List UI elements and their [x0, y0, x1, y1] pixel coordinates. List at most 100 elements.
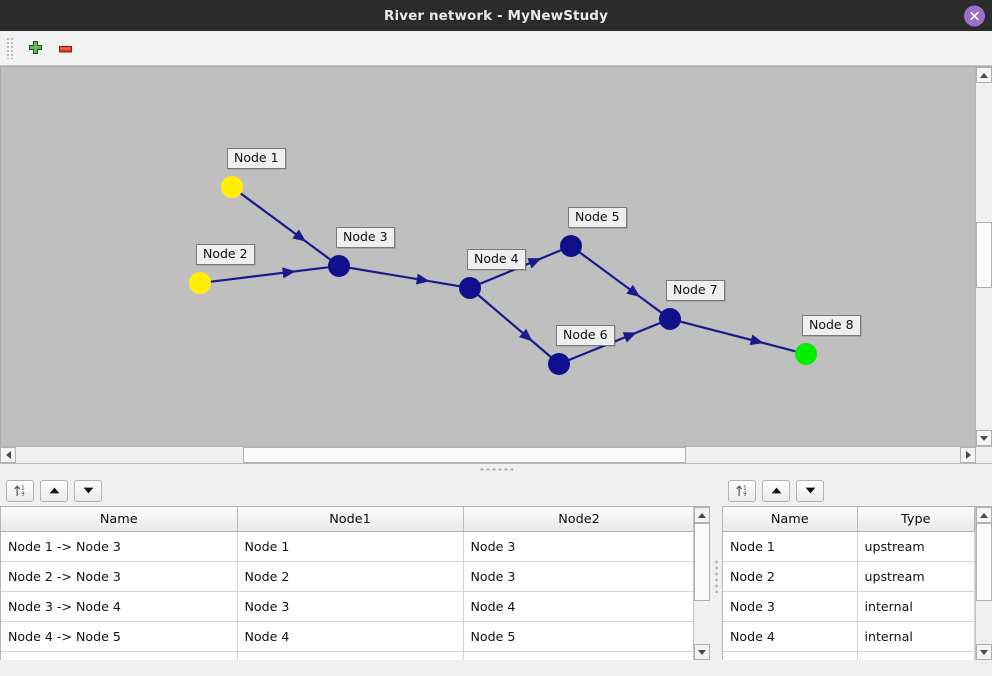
table-row[interactable]	[723, 651, 975, 660]
graph-node[interactable]	[548, 353, 570, 375]
table-cell[interactable]: Node 1	[237, 531, 464, 562]
node-move-up-button[interactable]	[762, 479, 790, 502]
table-cell[interactable]: Node 4	[463, 591, 693, 622]
table-cell[interactable]: Node 4	[723, 621, 858, 652]
graph-node-label[interactable]: Node 1	[227, 148, 286, 169]
remove-node-button[interactable]	[50, 34, 80, 62]
node-vertical-scrollbar[interactable]	[975, 507, 992, 660]
graph-vscroll-track[interactable]	[976, 83, 992, 430]
table-cell[interactable]: upstream	[857, 561, 975, 592]
horizontal-splitter[interactable]	[0, 463, 992, 475]
graph-node[interactable]	[221, 176, 243, 198]
branch-vscroll-thumb[interactable]	[694, 523, 710, 601]
graph-node[interactable]	[189, 272, 211, 294]
table-cell[interactable]: Node 2 -> Node 3	[1, 561, 238, 592]
node-move-down-button[interactable]	[796, 479, 824, 502]
graph-edge[interactable]	[239, 192, 332, 261]
column-header[interactable]: Node1	[237, 507, 464, 532]
network-graph-canvas[interactable]: Node 1 Node 2 Node 3 Node 4 Node 5 Node 6 Node…	[0, 66, 975, 446]
table-cell[interactable]: Node 3	[237, 591, 464, 622]
table-cell[interactable]	[857, 651, 975, 660]
graph-hscroll-thumb[interactable]	[242, 447, 687, 463]
triangle-up-icon	[698, 512, 706, 518]
node-scroll-down-button[interactable]	[976, 644, 992, 660]
table-cell[interactable]	[1, 651, 238, 660]
graph-edge[interactable]	[679, 320, 797, 353]
sort-arrow-icon: 1 9	[13, 485, 24, 498]
branch-scroll-up-button[interactable]	[694, 507, 710, 523]
table-cell[interactable]: Node 3	[463, 561, 693, 592]
graph-node[interactable]	[795, 343, 817, 365]
graph-node[interactable]	[328, 255, 350, 277]
graph-edge[interactable]	[348, 266, 461, 288]
graph-node-label[interactable]: Node 6	[556, 325, 615, 346]
scroll-right-button[interactable]	[960, 447, 976, 463]
table-cell[interactable]: Node 2	[723, 561, 858, 592]
scroll-down-button[interactable]	[976, 430, 992, 446]
graph-vscroll-thumb[interactable]	[976, 221, 992, 288]
vertical-splitter[interactable]	[710, 475, 722, 676]
branch-move-up-button[interactable]	[40, 479, 68, 502]
graph-node[interactable]	[459, 277, 481, 299]
add-node-button[interactable]	[20, 34, 50, 62]
graph-edge[interactable]	[209, 266, 330, 283]
branch-scroll-down-button[interactable]	[694, 644, 710, 660]
graph-node-label[interactable]: Node 4	[467, 249, 526, 270]
column-header[interactable]: Node2	[463, 507, 693, 532]
graph-node-label[interactable]: Node 2	[196, 244, 255, 265]
scroll-up-button[interactable]	[976, 67, 992, 83]
table-cell[interactable]: Node 3 -> Node 4	[1, 591, 238, 622]
branch-vertical-scrollbar[interactable]	[693, 507, 710, 660]
branch-sort-button[interactable]: 1 9	[6, 479, 34, 502]
graph-node-label[interactable]: Node 8	[802, 315, 861, 336]
graph-node-label[interactable]: Node 5	[568, 207, 627, 228]
graph-edge[interactable]	[476, 293, 553, 359]
graph-horizontal-scrollbar[interactable]	[0, 446, 992, 463]
table-cell[interactable]: internal	[857, 591, 975, 622]
table-cell[interactable]	[723, 651, 858, 660]
node-sort-button[interactable]: 1 9	[728, 479, 756, 502]
branch-move-down-button[interactable]	[74, 479, 102, 502]
table-cell[interactable]: Node 4	[237, 621, 464, 652]
table-cell[interactable]: Node 4 -> Node 5	[1, 621, 238, 652]
table-cell[interactable]	[463, 651, 693, 660]
table-cell[interactable]: internal	[857, 621, 975, 652]
branch-vscroll-track[interactable]	[694, 523, 710, 644]
table-cell[interactable]: upstream	[857, 531, 975, 562]
graph-vertical-scrollbar[interactable]	[975, 66, 992, 446]
node-scroll-up-button[interactable]	[976, 507, 992, 523]
table-cell[interactable]	[237, 651, 464, 660]
graph-hscroll-track[interactable]	[16, 447, 960, 463]
graph-node-label[interactable]: Node 7	[666, 280, 725, 301]
column-header[interactable]: Type	[857, 507, 975, 532]
graph-node[interactable]	[659, 308, 681, 330]
table-cell[interactable]: Node 2	[237, 561, 464, 592]
toolbar-drag-handle[interactable]	[6, 37, 14, 59]
table-cell[interactable]: Node 3	[463, 531, 693, 562]
table-cell[interactable]: Node 5	[463, 621, 693, 652]
node-vscroll-thumb[interactable]	[976, 523, 992, 601]
node-vscroll-track[interactable]	[976, 523, 992, 644]
graph-node-label[interactable]: Node 3	[336, 227, 395, 248]
table-cell[interactable]: Node 1 -> Node 3	[1, 531, 238, 562]
column-header[interactable]: Name	[723, 507, 858, 532]
graph-node[interactable]	[560, 235, 582, 257]
triangle-down-icon	[980, 435, 988, 441]
close-button[interactable]	[964, 5, 985, 26]
scroll-left-button[interactable]	[0, 447, 16, 463]
table-cell[interactable]: Node 1	[723, 531, 858, 562]
table-cell[interactable]: Node 3	[723, 591, 858, 622]
table-row[interactable]	[1, 651, 693, 660]
column-header[interactable]: Name	[1, 507, 238, 532]
graph-edge[interactable]	[578, 251, 663, 314]
